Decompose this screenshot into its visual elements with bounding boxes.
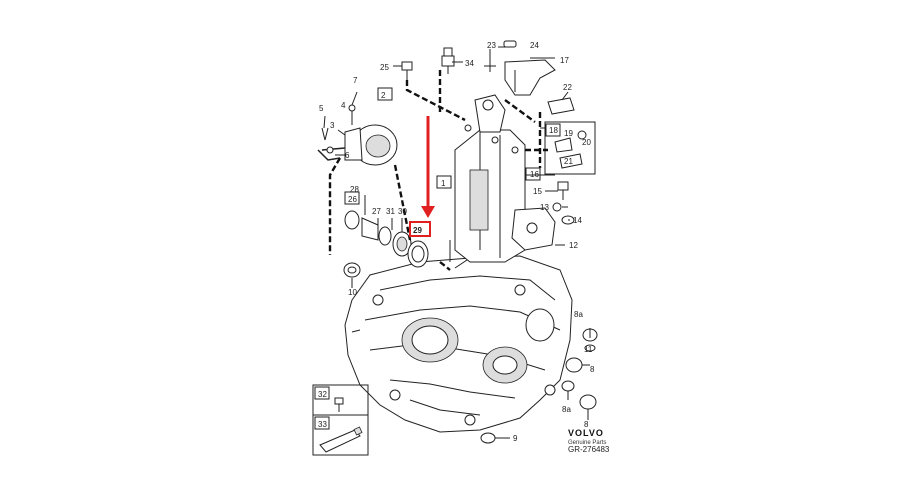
clip-5: [321, 127, 329, 141]
callout-label-34: 34: [465, 59, 474, 68]
callout-label-11: 11: [584, 345, 593, 354]
washer-11: [584, 344, 596, 352]
plug-8-upper: [565, 357, 583, 373]
plug-8-lower: [579, 394, 597, 410]
brand-logo: VOLVO: [568, 428, 604, 438]
callout-label-6: 6: [345, 151, 350, 160]
callout-label-8a: 8a: [562, 405, 571, 414]
callout-label-1: 1: [441, 179, 446, 188]
fitting-3: [321, 146, 346, 154]
callout-label-12: 12: [569, 241, 578, 250]
bolt-32: [334, 397, 344, 412]
seal-10: [343, 262, 361, 278]
callout-label-30: 30: [398, 207, 407, 216]
gear-selector-unit: [454, 94, 526, 263]
callout-label-4: 4: [341, 101, 346, 110]
callout-label-16: 16: [530, 170, 539, 179]
shift-lever-17: [504, 59, 556, 96]
callout-label-22: 22: [563, 83, 572, 92]
callout-label-5: 5: [319, 104, 324, 113]
callout-label-18: 18: [549, 126, 558, 135]
callout-label-19: 19: [564, 129, 573, 138]
callout-label-24: 24: [530, 41, 539, 50]
bolt-15: [557, 181, 569, 200]
kit-box-18: [544, 121, 596, 175]
bolt-9: [480, 432, 496, 444]
sealant-tube-33: [319, 426, 363, 453]
bolt-25: [401, 61, 413, 80]
callout-label-32: 32: [318, 390, 327, 399]
callout-label-17: 17: [560, 56, 569, 65]
transmission-housing: [344, 240, 573, 433]
callout-label-10: 10: [348, 288, 357, 297]
callout-label-2: 2: [381, 91, 386, 100]
callout-label-23: 23: [487, 41, 496, 50]
callout-label-8: 8: [590, 365, 595, 374]
callout-label-27: 27: [372, 207, 381, 216]
callout-label-8: 8: [584, 420, 589, 429]
callout-label-15: 15: [533, 187, 542, 196]
bolt-4: [348, 104, 356, 125]
pin-23: [484, 52, 496, 72]
callout-label-20: 20: [582, 138, 591, 147]
callout-label-7: 7: [353, 76, 358, 85]
bracket-12: [511, 207, 556, 251]
highlight-29: [409, 116, 435, 237]
callout-label-9: 9: [513, 434, 518, 443]
callout-label-21: 21: [564, 157, 573, 166]
callout-label-14: 14: [573, 216, 582, 225]
hose-6: [317, 149, 341, 161]
callout-label-28: 28: [350, 185, 359, 194]
callout-label-13: 13: [540, 203, 549, 212]
callout-label-29: 29: [413, 226, 422, 235]
diagram-code: GR-276483: [568, 445, 610, 454]
nut-13: [552, 202, 562, 212]
callout-label-33: 33: [318, 420, 327, 429]
sensor-22: [547, 97, 575, 115]
explode-guides: [328, 70, 548, 271]
callout-boxes: [312, 87, 561, 456]
callout-label-8a: 8a: [574, 310, 583, 319]
seal-kit-26: [344, 210, 429, 268]
callout-label-3: 3: [330, 121, 335, 130]
leader-lines: [323, 46, 591, 439]
slave-cylinder-2: [344, 124, 398, 166]
cap-24: [503, 40, 517, 48]
plug-8a-lower: [561, 380, 575, 392]
callout-label-31: 31: [386, 207, 395, 216]
callout-label-26: 26: [348, 195, 357, 204]
callout-label-25: 25: [380, 63, 389, 72]
brand-subtitle: Genuine Parts: [568, 440, 606, 446]
sensor-34: [441, 47, 455, 74]
